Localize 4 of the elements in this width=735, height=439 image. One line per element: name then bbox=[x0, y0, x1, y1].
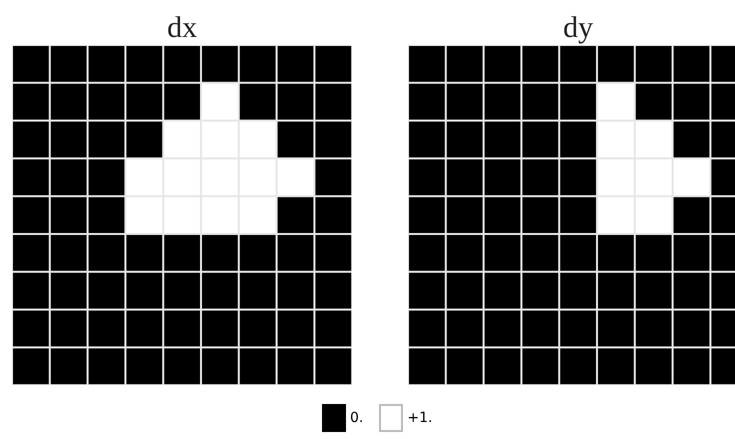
legend-text: +1. bbox=[407, 410, 432, 426]
grid-title: dy bbox=[562, 11, 594, 45]
grid-title: dx bbox=[166, 11, 198, 45]
legend-text: 0. bbox=[350, 410, 364, 426]
